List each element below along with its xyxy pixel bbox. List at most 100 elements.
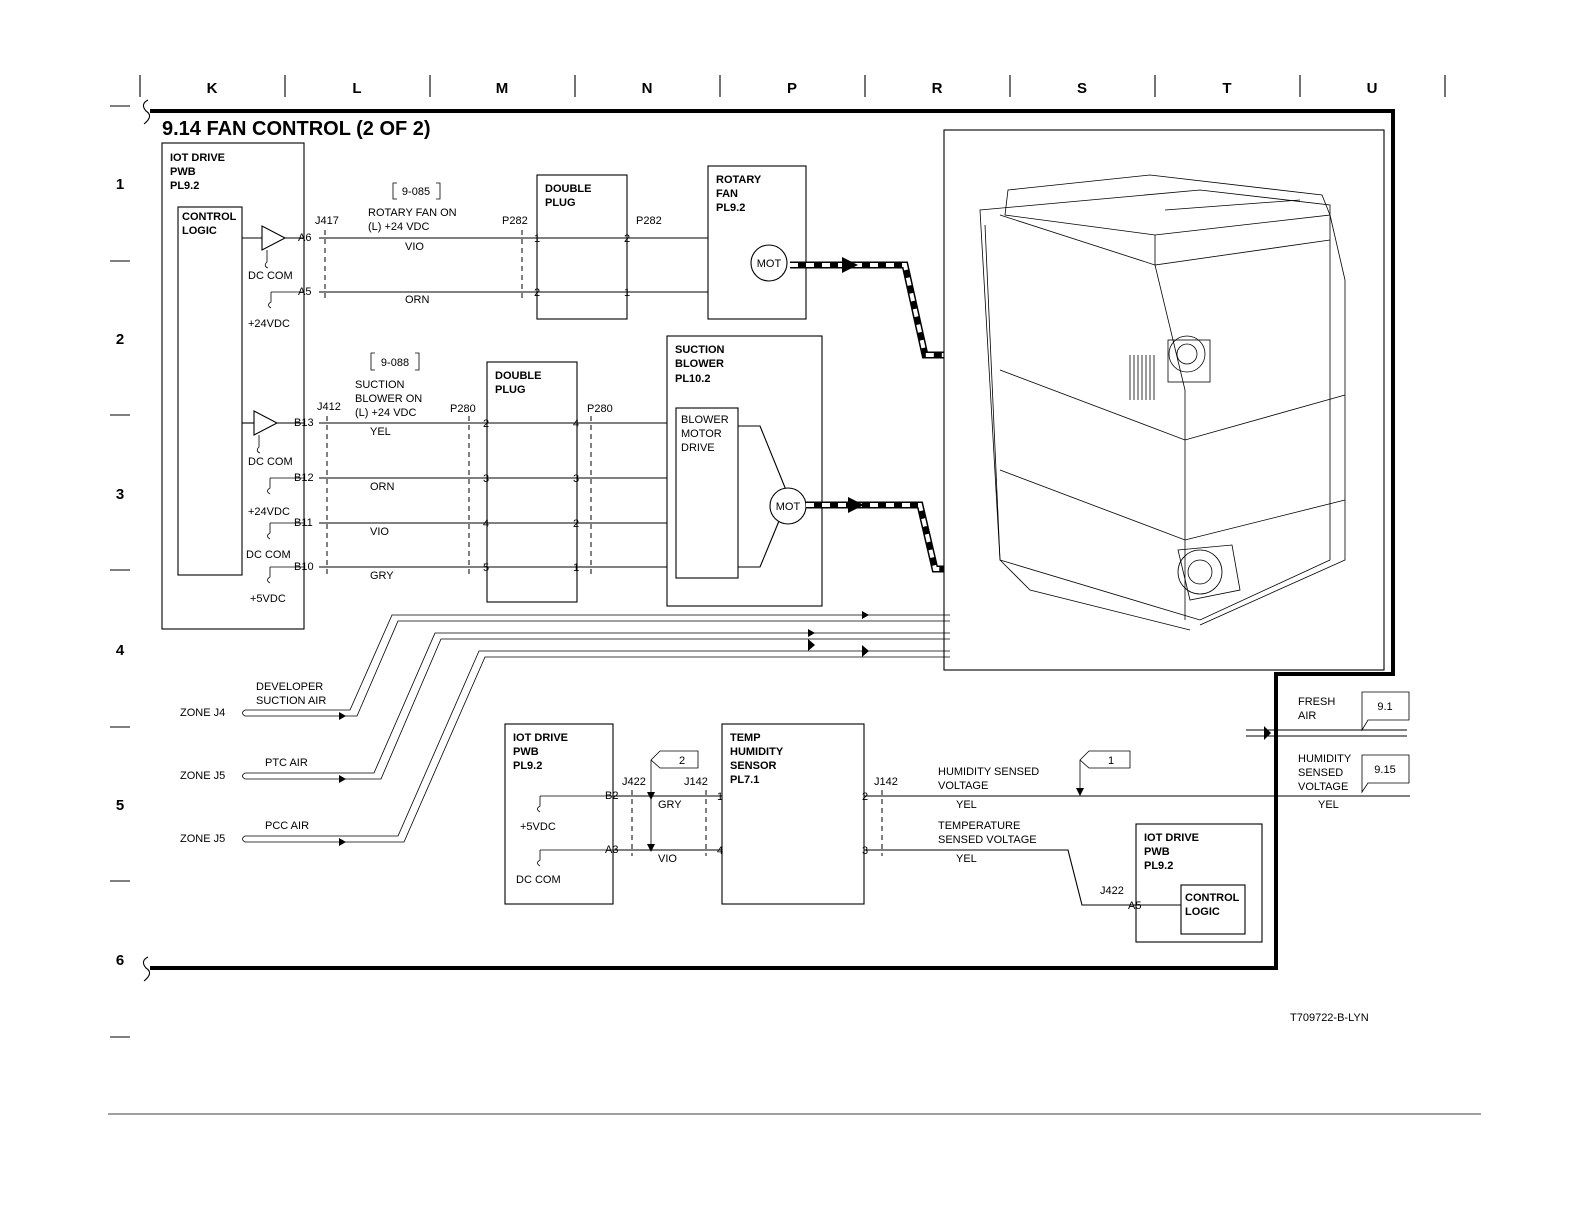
sensor-pin: 2 (862, 791, 868, 803)
column-ruler: K L M N P R S T U (139, 75, 1446, 97)
connector-label: P280 (587, 403, 613, 415)
iot-label: PWB (1144, 846, 1170, 858)
cross-ref: 9-088 (381, 357, 409, 369)
column-label: M (496, 80, 509, 97)
motor-label: MOT (776, 501, 801, 513)
supply-label: DC COM (516, 874, 561, 886)
signal-label: (L) +24 VDC (355, 407, 416, 419)
blower-label: PL10.2 (675, 373, 710, 385)
wire-color: YEL (370, 426, 391, 438)
zone-label: ZONE J5 (180, 833, 225, 845)
fresh-air-label: FRESH (1298, 696, 1335, 708)
wire-color: VIO (405, 241, 424, 253)
plug-pin: 1 (534, 233, 540, 245)
fan-label: PL9.2 (716, 202, 745, 214)
cross-ref: 9-085 (402, 186, 430, 198)
page-frame (108, 99, 1481, 1115)
wire-color: VIO (658, 853, 677, 865)
rotary-fan-circuit: 9-085 ROTARY FAN ON (L) +24 VDC VIO ORN … (319, 165, 807, 320)
iot-label: PWB (513, 746, 539, 758)
air-label: PTC AIR (265, 757, 308, 769)
signal-label: ROTARY FAN ON (368, 207, 457, 219)
pin-label: B13 (294, 417, 314, 429)
temp-label: TEMPERATURE (938, 820, 1020, 832)
control-logic-label: CONTROL (182, 211, 237, 223)
plug-label: DOUBLE (545, 183, 591, 195)
column-label: S (1077, 80, 1087, 97)
sensor-label: HUMIDITY (730, 746, 784, 758)
row-label: 4 (116, 642, 125, 659)
fresh-air-label: AIR (1298, 710, 1316, 722)
wire-color: GRY (658, 799, 682, 811)
sensor-label: SENSOR (730, 760, 777, 772)
sensor-pin: 3 (862, 845, 868, 857)
wire-color: ORN (370, 481, 395, 493)
air-label: DEVELOPER (256, 681, 323, 693)
humidity-label: VOLTAGE (938, 780, 988, 792)
wire-color: GRY (370, 570, 394, 582)
pin-label: B11 (294, 517, 313, 529)
iot-label: IOT DRIVE (1144, 832, 1199, 844)
column-label: N (642, 80, 653, 97)
connector-label: J417 (315, 215, 339, 227)
fan-label: FAN (716, 188, 738, 200)
supply-label: DC COM (248, 270, 293, 282)
air-label: SUCTION AIR (256, 695, 326, 707)
flag-ref: 2 (679, 755, 685, 767)
temp-humidity-circuit: IOT DRIVE PWB PL9.2 +5VDC DC COM B2 A3 J… (504, 723, 1410, 943)
column-label: T (1222, 80, 1231, 97)
column-label: K (207, 80, 218, 97)
page-ref: 9.15 (1374, 764, 1395, 776)
plug-pin: 5 (483, 562, 489, 574)
flag-ref: 1 (1108, 755, 1114, 767)
pin-label: B2 (605, 790, 618, 802)
sensor-label: TEMP (730, 732, 761, 744)
connector-label: J422 (622, 776, 646, 788)
row-label: 6 (116, 952, 124, 969)
supply-label: +5VDC (520, 821, 556, 833)
drive-label: DRIVE (681, 442, 715, 454)
zone-air-routing: ZONE J4 DEVELOPER SUCTION AIR ZONE J5 PT… (180, 611, 950, 846)
connector-label: J412 (317, 401, 341, 413)
plug-pin: 2 (624, 233, 630, 245)
wire-color: ORN (405, 294, 430, 306)
supply-label: DC COM (246, 549, 291, 561)
drive-label: MOTOR (681, 428, 722, 440)
connector-label: P282 (502, 215, 528, 227)
plug-pin: 3 (573, 473, 579, 485)
plug-pin: 1 (573, 562, 579, 574)
wire-color: YEL (1318, 799, 1339, 811)
connector-label: J422 (1100, 885, 1124, 897)
sensor-pin: 4 (717, 845, 723, 857)
supply-label: +24VDC (248, 318, 290, 330)
suction-blower-circuit: 9-088 SUCTION BLOWER ON (L) +24 VDC P280… (319, 335, 823, 607)
signal-label: SUCTION (355, 379, 405, 391)
drawing-id: T709722-B-LYN (1290, 1012, 1369, 1024)
air-label: PCC AIR (265, 820, 309, 832)
sensor-pin: 1 (717, 791, 723, 803)
humidity-label: HUMIDITY SENSED (938, 766, 1039, 778)
signal-label: (L) +24 VDC (368, 221, 429, 233)
iot-label: PL9.2 (1144, 860, 1173, 872)
row-label: 2 (116, 331, 124, 348)
wire-color: YEL (956, 853, 977, 865)
iot-label: IOT DRIVE (170, 152, 225, 164)
plug-pin: 3 (483, 473, 489, 485)
pin-label: B10 (294, 561, 314, 573)
plug-pin: 2 (573, 518, 579, 530)
temp-label: SENSED VOLTAGE (938, 834, 1037, 846)
connector-label: J142 (684, 776, 708, 788)
plug-label: PLUG (495, 384, 526, 396)
row-label: 5 (116, 797, 124, 814)
fan-label: ROTARY (716, 174, 762, 186)
connector-label: P282 (636, 215, 662, 227)
iot-label: PWB (170, 166, 196, 178)
sensor-label: PL7.1 (730, 774, 759, 786)
row-label: 1 (116, 176, 124, 193)
connector-label: J142 (874, 776, 898, 788)
humidity-ref-label: SENSED (1298, 767, 1343, 779)
column-label: R (932, 80, 943, 97)
supply-label: +24VDC (248, 506, 290, 518)
row-label: 3 (116, 486, 124, 503)
humidity-ref-label: VOLTAGE (1298, 781, 1348, 793)
